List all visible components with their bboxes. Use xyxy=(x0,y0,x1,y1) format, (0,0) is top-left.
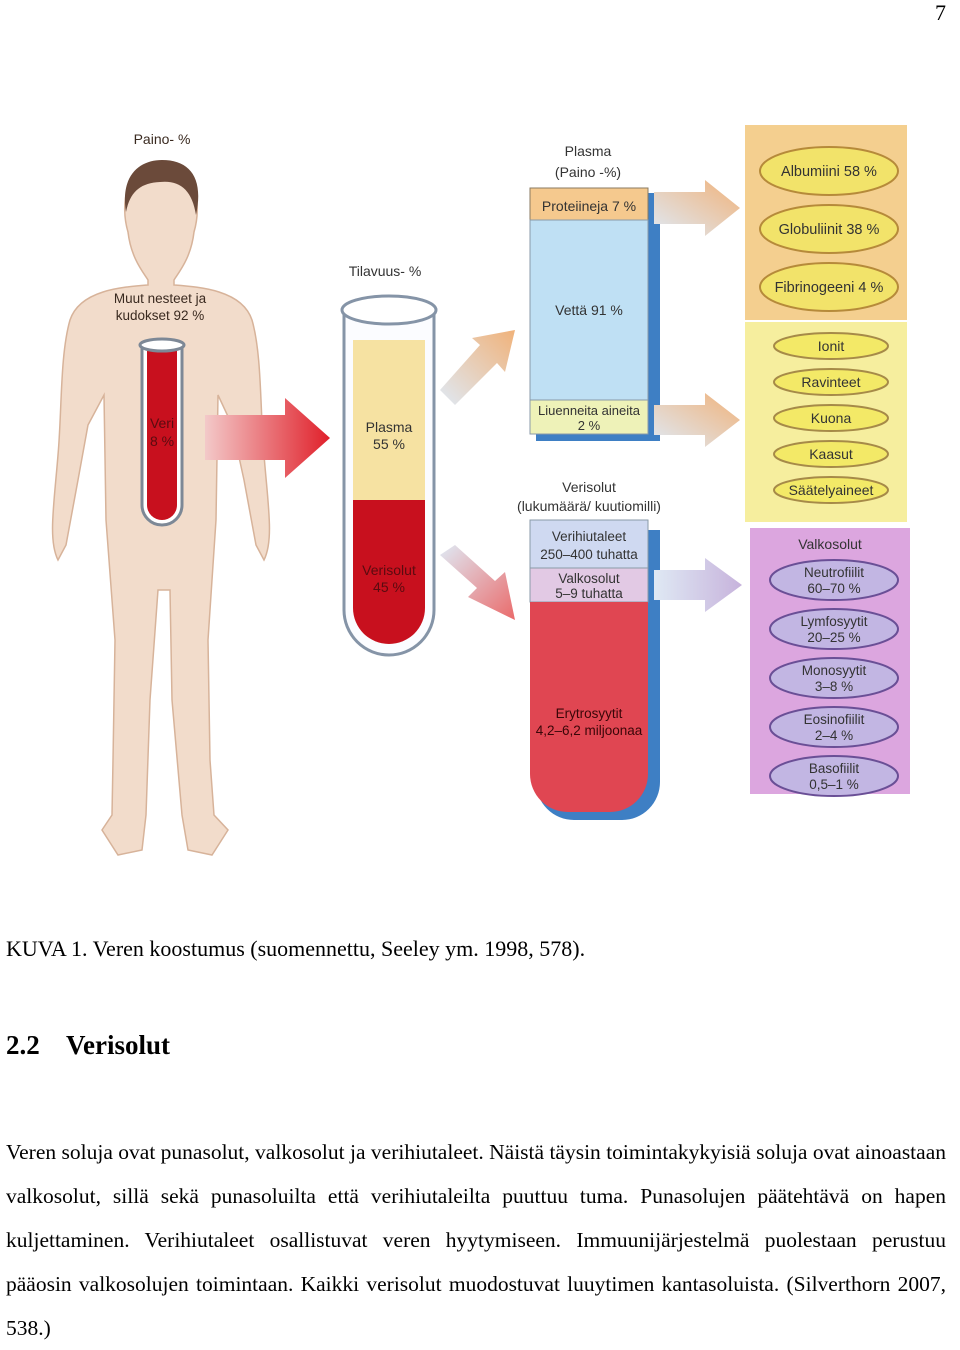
section-title: Verisolut xyxy=(66,1030,171,1060)
wbc-type-label: Monosyytit xyxy=(802,663,867,678)
arrow-to-plasma xyxy=(440,330,515,405)
cell-column xyxy=(529,519,660,820)
arrow-body-to-tube xyxy=(205,398,330,478)
solute-item: Säätelyaineet xyxy=(773,476,889,504)
wbc-type-oval xyxy=(769,755,899,797)
wbc-type-oval xyxy=(769,559,899,601)
arrow-to-proteins xyxy=(654,180,740,236)
label-water: Vettä 91 % xyxy=(555,302,623,318)
test-tube xyxy=(340,294,438,657)
label-plasma-header-1: Plasma xyxy=(565,143,612,159)
protein-label: Albumiini 58 % xyxy=(781,164,877,180)
label-cells-tube-2: 45 % xyxy=(373,579,405,595)
wbc-type-label: 60–70 % xyxy=(807,581,860,596)
protein-list: Albumiini 58 % Globuliinit 38 % Fibrinogee… xyxy=(759,146,899,312)
wbc-type-label: Neutrofiilit xyxy=(804,565,864,580)
protein-item: Albumiini 58 % xyxy=(759,146,899,196)
label-other-tissue-1: Muut nesteet ja xyxy=(114,291,207,306)
protein-oval xyxy=(759,146,899,196)
body-paragraph: Veren soluja ovat punasolut, valkosolut … xyxy=(6,1140,946,1340)
solute-oval xyxy=(773,476,889,504)
protein-label: Fibrinogeeni 4 % xyxy=(775,280,884,296)
solute-label: Kaasut xyxy=(809,446,853,462)
protein-label: Globuliinit 38 % xyxy=(779,222,880,238)
label-other-tissue-2: kudokset 92 % xyxy=(116,308,205,323)
wbc-type-label: 3–8 % xyxy=(815,679,853,694)
wbc-type-label: Lymfosyytit xyxy=(800,614,867,629)
figure-caption: KUVA 1. Veren koostumus (suomennettu, Se… xyxy=(6,936,586,961)
protein-oval xyxy=(759,262,899,312)
label-dissolved-1: Liuenneita aineita xyxy=(538,403,641,418)
solute-oval xyxy=(773,368,889,396)
solute-label: Kuona xyxy=(811,410,852,426)
label-plasma-header-2: (Paino -%) xyxy=(555,164,621,180)
label-plasma-tube-1: Plasma xyxy=(366,419,413,435)
label-cells-header-1: Verisolut xyxy=(562,479,616,495)
page-number: 7 xyxy=(935,0,946,25)
solute-label: Ionit xyxy=(818,338,845,354)
solute-oval xyxy=(773,332,889,360)
blood-tube xyxy=(138,337,186,527)
protein-oval xyxy=(759,204,899,254)
section-number: 2.2 xyxy=(6,1030,40,1060)
wbc-type-oval xyxy=(769,706,899,748)
solute-item: Kaasut xyxy=(773,440,889,468)
label-proteins: Proteiineja 7 % xyxy=(542,198,636,214)
plasma-column xyxy=(529,187,660,441)
label-blood-2: 8 % xyxy=(150,433,174,449)
wbc-type-label: 2–4 % xyxy=(815,728,853,743)
solute-label: Säätelyaineet xyxy=(789,482,874,498)
solute-label: Ravinteet xyxy=(801,374,860,390)
label-rbc-2: 4,2–6,2 miljoonaa xyxy=(536,723,643,738)
label-dissolved-2: 2 % xyxy=(578,418,601,433)
label-weight: Paino- % xyxy=(134,131,191,147)
label-cells-tube-1: Verisolut xyxy=(362,562,416,578)
label-wbc-1: Valkosolut xyxy=(558,571,620,586)
wbc-type-label: Basofiilit xyxy=(809,761,860,776)
wbc-type-oval xyxy=(769,657,899,699)
arrow-to-solutes xyxy=(654,393,740,447)
solute-item: Ravinteet xyxy=(773,368,889,396)
label-platelets-1: Verihiutaleet xyxy=(552,529,627,544)
label-rbc-1: Erytrosyytit xyxy=(556,706,623,721)
label-platelets-2: 250–400 tuhatta xyxy=(540,547,638,562)
wbc-type-label: 0,5–1 % xyxy=(809,777,859,792)
wbc-type-label: 20–25 % xyxy=(807,630,860,645)
protein-item: Fibrinogeeni 4 % xyxy=(759,262,899,312)
solute-item: Kuona xyxy=(773,404,889,432)
blood-composition-figure: Paino- % Muut nesteet ja kudokset 92 % V… xyxy=(51,125,910,856)
arrow-to-cells xyxy=(440,545,515,620)
wbc-type-oval xyxy=(769,608,899,650)
label-cells-header-2: (lukumäärä/ kuutiomilli) xyxy=(517,498,661,514)
label-volume: Tilavuus- % xyxy=(349,263,422,279)
section-heading: 2.2 Verisolut xyxy=(6,1030,170,1061)
wbc-title: Valkosolut xyxy=(798,536,862,552)
label-blood-1: Veri xyxy=(150,415,174,431)
label-plasma-tube-2: 55 % xyxy=(373,436,405,452)
arrow-to-wbc xyxy=(654,558,742,612)
protein-item: Globuliinit 38 % xyxy=(759,204,899,254)
solute-oval xyxy=(773,404,889,432)
wbc-type-label: Eosinofiilit xyxy=(804,712,865,727)
label-wbc-2: 5–9 tuhatta xyxy=(555,586,623,601)
solute-oval xyxy=(773,440,889,468)
solute-item: Ionit xyxy=(773,332,889,360)
